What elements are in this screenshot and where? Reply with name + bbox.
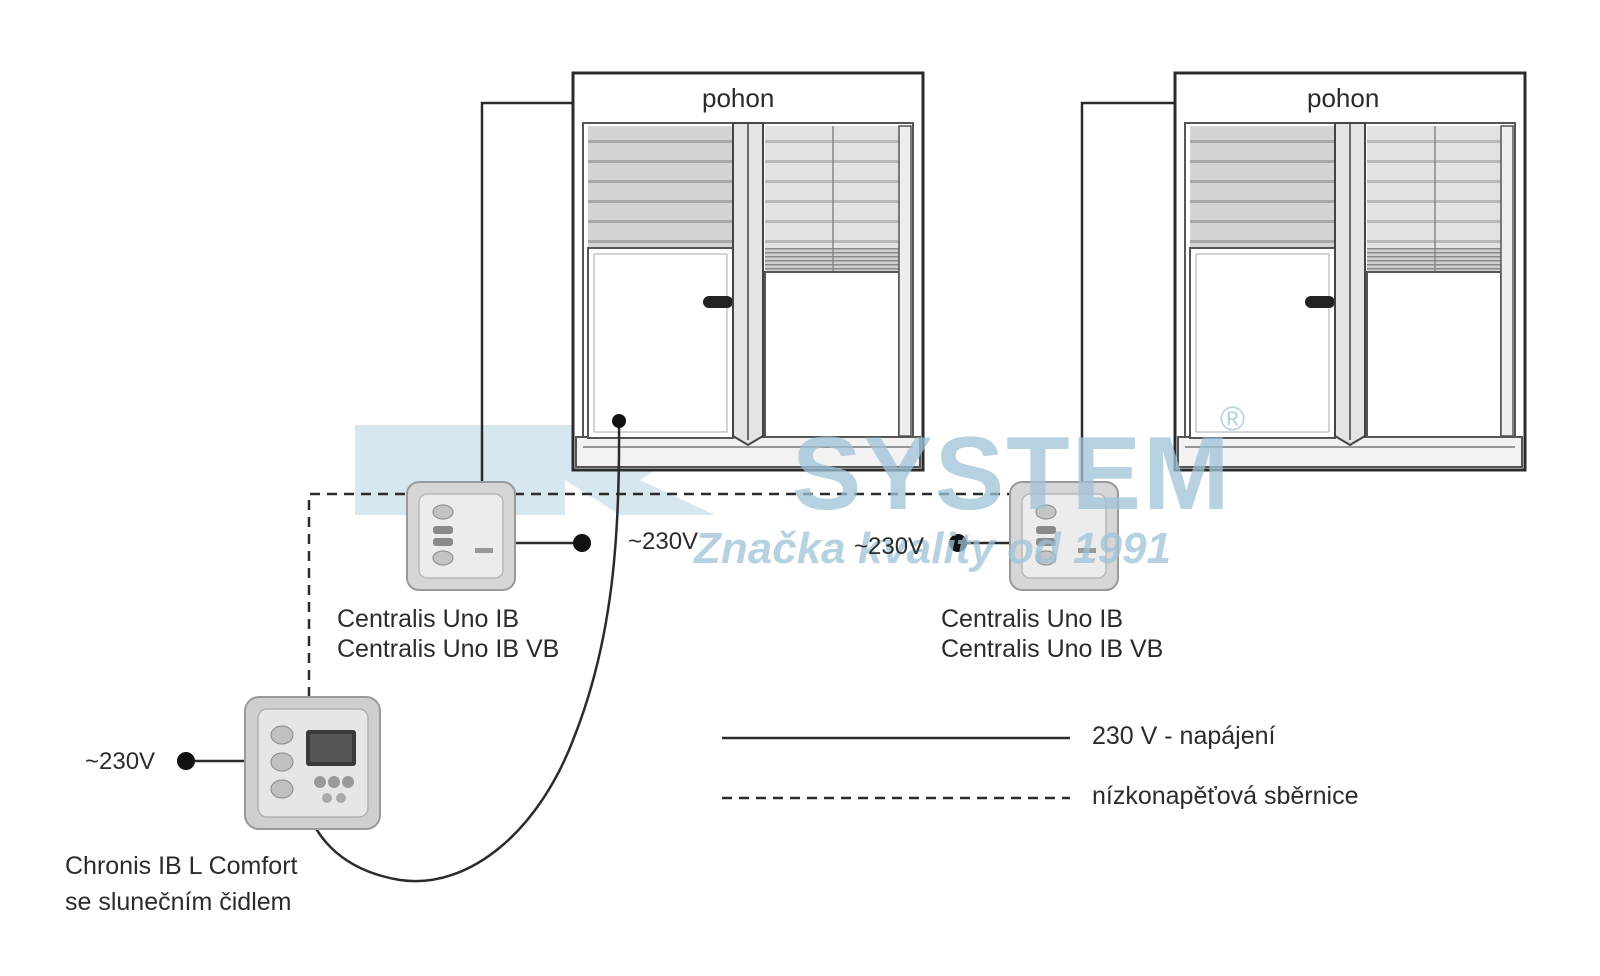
window-2-motor-label: pohon bbox=[1307, 83, 1380, 113]
legend-lines bbox=[722, 736, 1070, 800]
controller-2-supply-label: ~230V bbox=[854, 533, 925, 560]
controller-2-variant: Centralis Uno IB VB bbox=[941, 635, 1164, 663]
legend-dashed-label: nízkonapěťová sběrnice bbox=[1092, 782, 1359, 810]
controller-1-name: Centralis Uno IB bbox=[337, 605, 520, 633]
legend-solid-label: 230 V - napájení bbox=[1092, 722, 1276, 750]
controller-1 bbox=[406, 481, 516, 591]
timer-label: Chronis IB L Comfort se slunečním čidlem bbox=[65, 848, 297, 920]
controller-2-name: Centralis Uno IB bbox=[941, 605, 1124, 633]
controller-2 bbox=[1009, 481, 1119, 591]
controller-1-supply-label: ~230V bbox=[628, 528, 699, 555]
timer-subtitle: se slunečním čidlem bbox=[65, 888, 292, 916]
power-wiring bbox=[186, 101, 1175, 883]
watermark-registered: ® bbox=[1220, 400, 1246, 438]
window-2 bbox=[1173, 71, 1527, 472]
bus-wiring bbox=[307, 492, 1010, 697]
watermark-brand: SYSTEM bbox=[792, 416, 1232, 532]
window-1 bbox=[571, 71, 925, 472]
connection-dots bbox=[177, 414, 967, 770]
watermark-tagline: Značka kvality od 1991 bbox=[694, 524, 1171, 573]
controller-1-variant: Centralis Uno IB VB bbox=[337, 635, 560, 663]
window-1-motor-label: pohon bbox=[702, 83, 775, 113]
timer-controller bbox=[244, 696, 381, 830]
controller-2-label: Centralis Uno IB Centralis Uno IB VB bbox=[941, 604, 1163, 664]
timer-name: Chronis IB L Comfort bbox=[65, 852, 298, 880]
timer-supply-label: ~230V bbox=[85, 748, 156, 775]
controller-1-label: Centralis Uno IB Centralis Uno IB VB bbox=[337, 604, 559, 664]
